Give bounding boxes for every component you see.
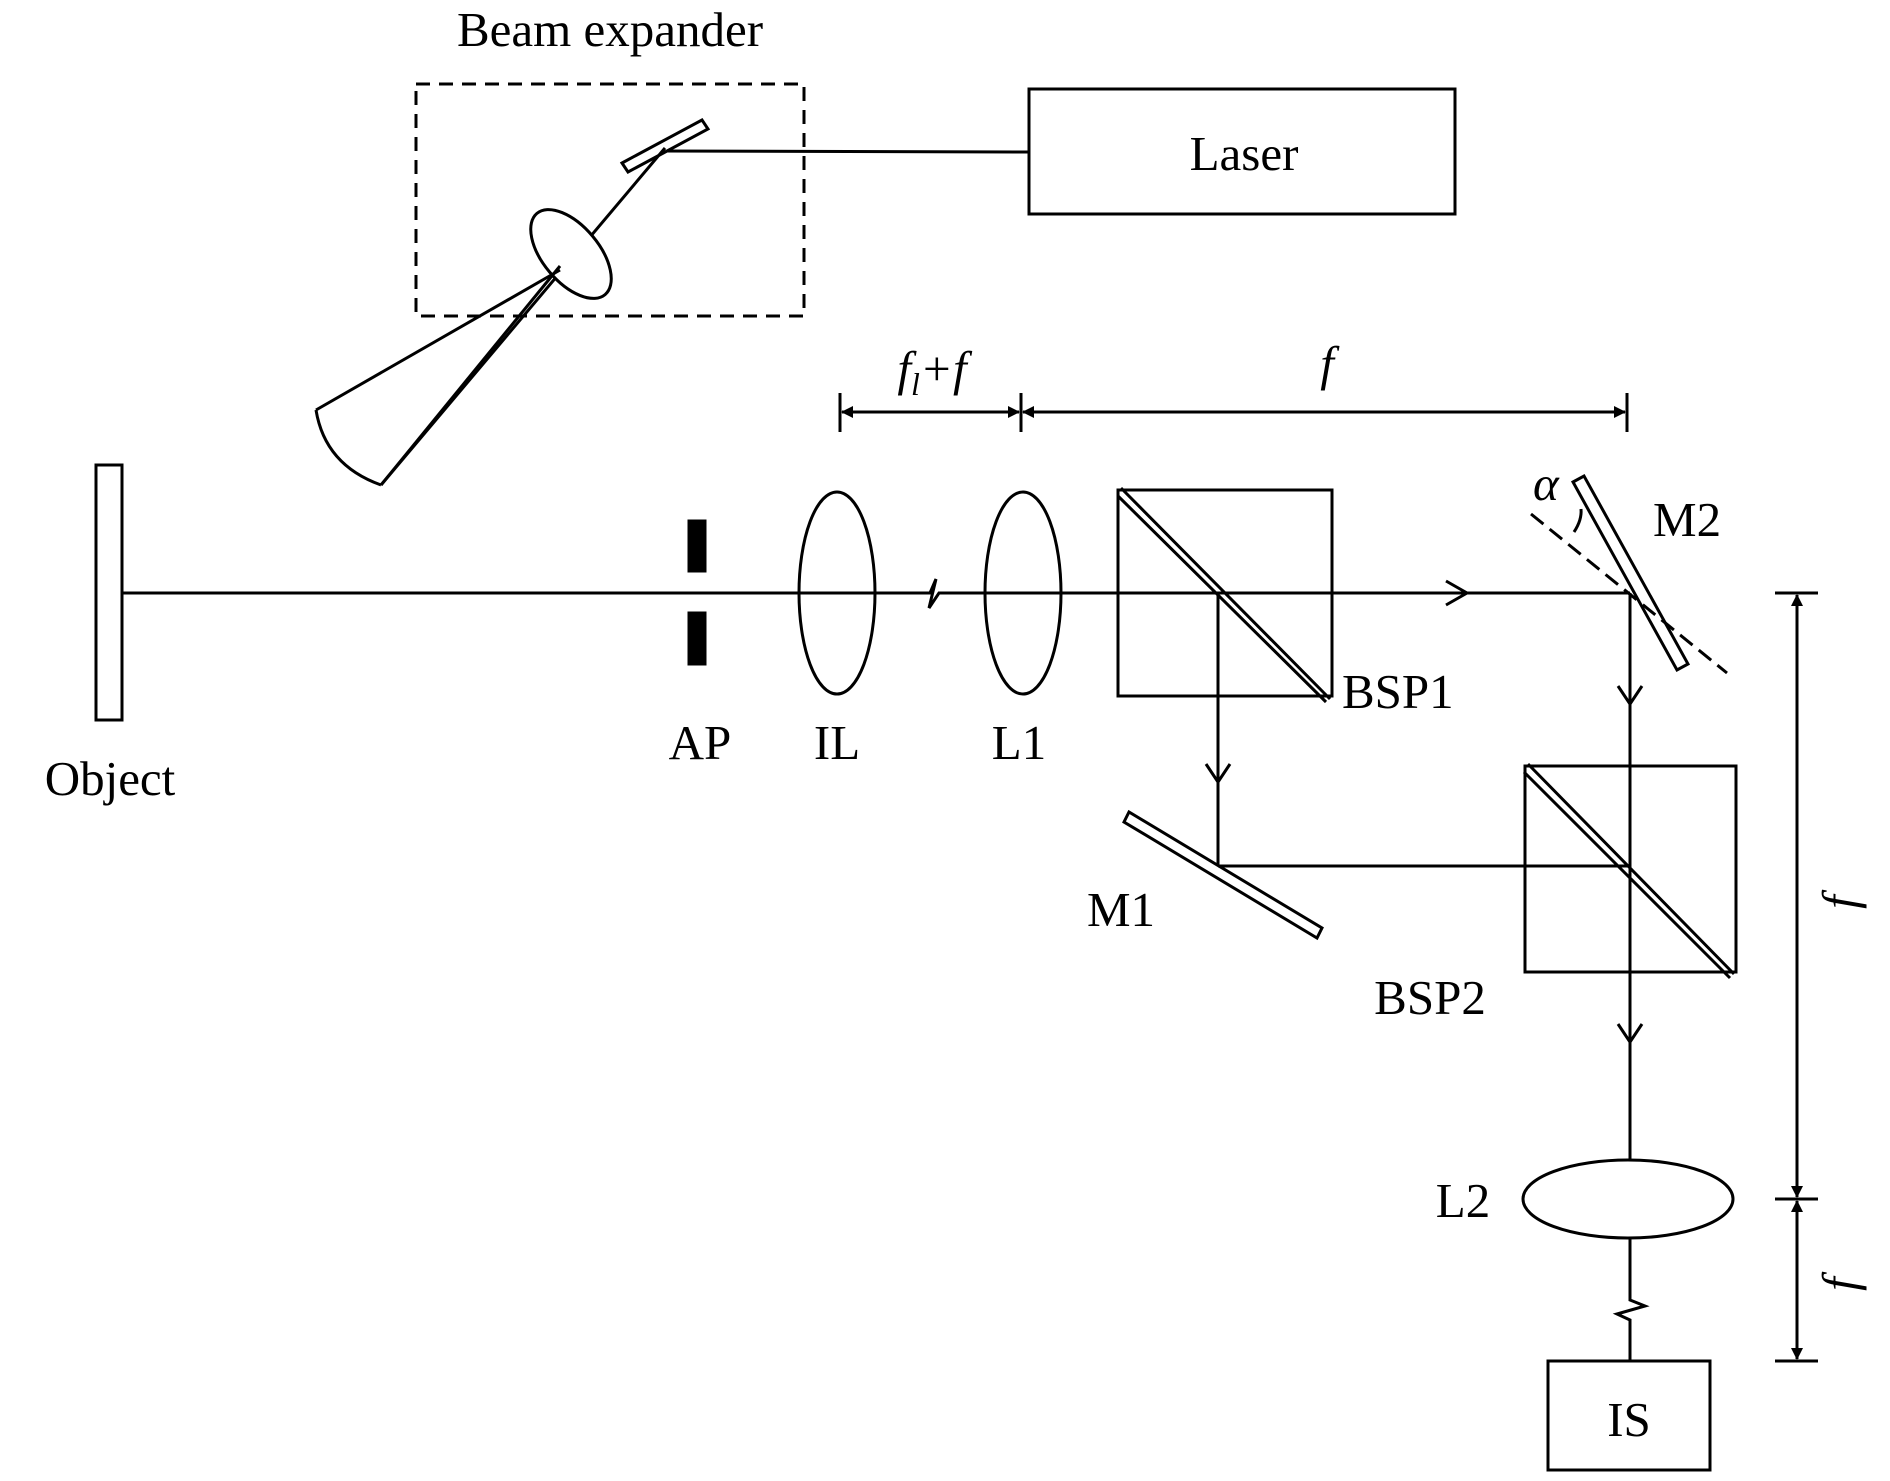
bsp1-cube <box>1116 488 1334 698</box>
fl-f-rest: +f <box>920 341 973 396</box>
label-bsp2: BSP2 <box>1374 970 1486 1025</box>
label-laser: Laser <box>1190 126 1299 181</box>
aperture-bottom <box>687 611 707 666</box>
object-plate <box>94 463 124 722</box>
mirror-m1 <box>1122 809 1324 941</box>
arrow-bsp2-down <box>1616 1023 1644 1045</box>
mirror-m2 <box>1570 473 1691 673</box>
alpha-arc <box>1572 508 1583 533</box>
label-dim-fl-f: fl+f <box>897 341 973 402</box>
beam-expander-box <box>414 82 806 318</box>
expander-cone-arc <box>314 409 382 487</box>
label-m1: M1 <box>1087 882 1155 937</box>
expander-mirror <box>619 118 711 174</box>
axis-break-2 <box>1612 1290 1650 1361</box>
label-l1: L1 <box>992 715 1046 770</box>
label-dim-f-right-upper: f <box>1812 889 1867 909</box>
bsp2-cube <box>1523 764 1738 974</box>
label-beam-expander: Beam expander <box>457 2 763 57</box>
label-alpha: α <box>1533 456 1560 511</box>
expander-lens <box>529 208 613 300</box>
label-dim-f-top: f <box>1320 336 1340 391</box>
label-bsp1: BSP1 <box>1342 664 1454 719</box>
label-object: Object <box>45 751 176 806</box>
label-il: IL <box>814 715 860 770</box>
expander-cone-edge <box>315 268 561 412</box>
lens-l2 <box>1521 1158 1735 1240</box>
lens-il <box>797 490 877 696</box>
aperture-top <box>687 519 707 573</box>
label-dim-f-right-lower: f <box>1812 1271 1867 1291</box>
label-is: IS <box>1607 1392 1651 1447</box>
fl-f-sub: l <box>911 366 920 402</box>
axis-break-1 <box>917 578 1630 609</box>
laser-beam <box>661 149 1030 154</box>
label-l2: L2 <box>1436 1173 1490 1228</box>
label-m2: M2 <box>1653 492 1721 547</box>
lens-l1 <box>983 490 1063 696</box>
arrow-bsp1-down <box>1204 763 1232 785</box>
label-ap: AP <box>669 715 732 770</box>
arrow-axis <box>1445 579 1471 607</box>
is-box <box>1546 1359 1712 1472</box>
arrow-m2-down <box>1616 685 1644 707</box>
